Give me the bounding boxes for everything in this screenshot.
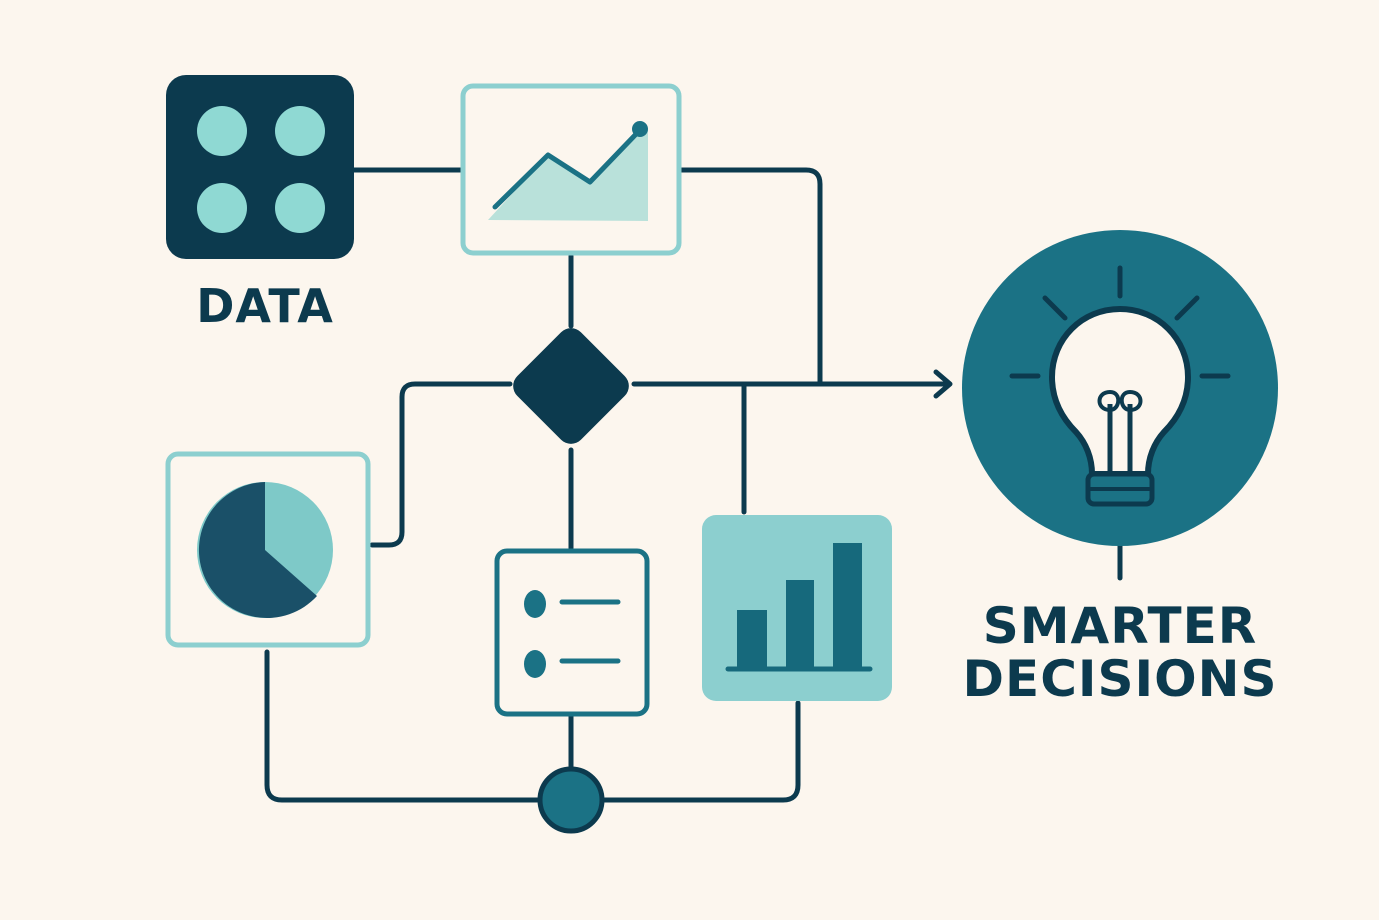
data-label: DATA [196,279,334,333]
bar-chart-icon [702,515,892,701]
smarter-decisions-line1: SMARTER [982,597,1258,655]
smarter-decisions-label: SMARTER DECISIONS [940,600,1300,705]
dots-grid-icon [166,75,354,259]
checklist-icon [494,548,650,717]
arrow-right-icon [933,369,953,399]
connector-linechart-to-main [677,167,823,387]
lightbulb-icon [962,230,1278,546]
connector-pie-to-bottom [264,649,543,803]
smarter-decisions-line2: DECISIONS [962,649,1278,708]
connector-diamond-to-pie [369,381,513,548]
pie-chart-icon [165,451,371,648]
merge-node-icon [537,766,605,834]
connector-barchart-to-bottom [601,700,801,803]
line-chart-icon [460,83,682,256]
decision-diamond-icon [513,328,629,444]
